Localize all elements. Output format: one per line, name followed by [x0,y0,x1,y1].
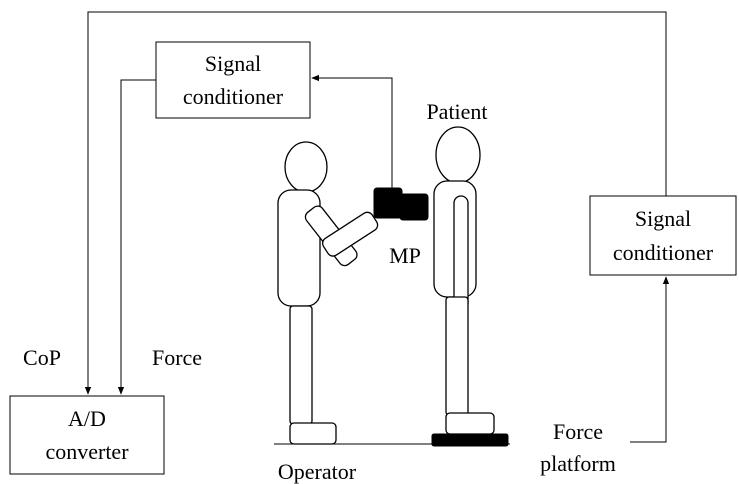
force-platform-label-line2: platform [540,451,616,476]
force-label: Force [152,345,202,370]
platform-signal-line [630,276,670,443]
signal-conditioner-right-label-line2: conditioner [613,240,714,265]
ad-converter: A/D converter [9,395,165,475]
operator-label: Operator [278,459,357,484]
patient-foot [445,412,495,435]
operator-head [284,141,328,193]
operator-foot [289,422,337,445]
signal-conditioner-right: Signal conditioner [589,195,737,276]
patient-head [435,126,481,184]
signal-conditioner-top: Signal conditioner [155,41,311,119]
mp-device [373,187,429,221]
mp-signal-line [311,74,393,188]
patient-leg [445,296,469,416]
operator-leg [289,305,313,425]
cop-signal-line [84,11,667,395]
patient-label: Patient [426,99,487,124]
patient-arm [453,195,469,311]
ad-converter-label-line2: converter [45,439,129,464]
ad-converter-label-line1: A/D [68,406,106,431]
mp-label: MP [389,243,421,268]
force-signal-line [117,79,156,395]
force-platform-label-line1: Force [553,419,603,444]
patient-figure [433,126,495,435]
signal-conditioner-top-label-line2: conditioner [183,84,284,109]
signal-conditioner-right-label-line1: Signal [635,206,691,231]
signal-conditioner-top-label-line1: Signal [205,51,261,76]
operator-figure [277,141,379,445]
force-platform [431,433,509,447]
cop-label: CoP [23,345,61,370]
operator-forearm [322,211,379,257]
